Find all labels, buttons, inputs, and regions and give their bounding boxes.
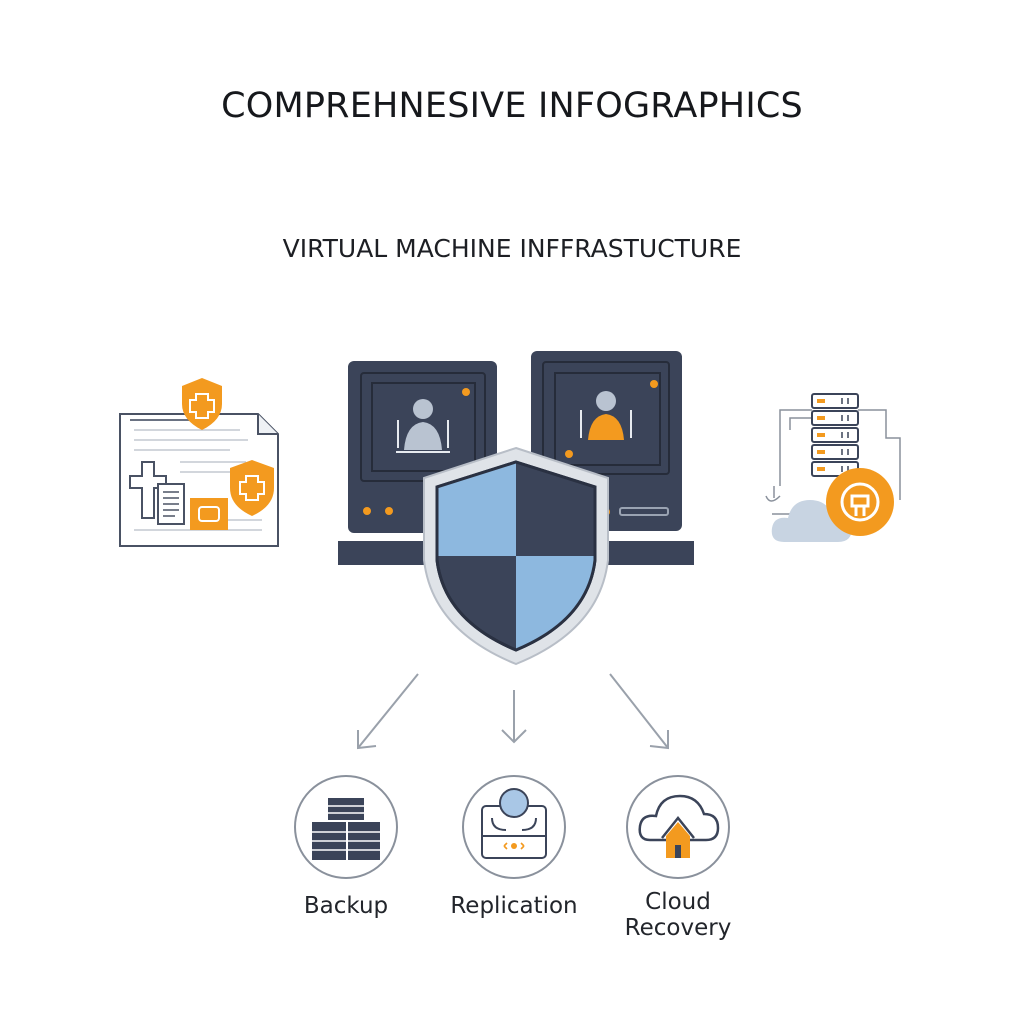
replication-feature	[462, 775, 566, 879]
replication-label: Replication	[450, 893, 578, 919]
document-security-icon	[119, 378, 279, 547]
arrow-to-backup	[357, 673, 419, 750]
backup-feature	[294, 775, 398, 879]
backup-label: Backup	[303, 893, 389, 919]
server-stack-icon	[312, 798, 380, 860]
cloud-home-icon	[638, 794, 720, 858]
page-subtitle: VIRTUAL MACHINE INFFRASTUCTURE	[282, 234, 742, 263]
replication-icon	[481, 788, 547, 859]
cloud-recovery-feature	[626, 775, 730, 879]
arrow-to-replication	[501, 690, 527, 744]
cloud-recovery-label: Cloud Recovery	[624, 889, 732, 941]
shield-icon	[423, 446, 609, 666]
arrows-group	[357, 673, 669, 750]
server-cloud-icon	[765, 393, 901, 542]
page-title: COMPREHNESIVE INFOGRAPHICS	[221, 86, 803, 126]
arrow-to-cloud-recovery	[609, 673, 669, 750]
